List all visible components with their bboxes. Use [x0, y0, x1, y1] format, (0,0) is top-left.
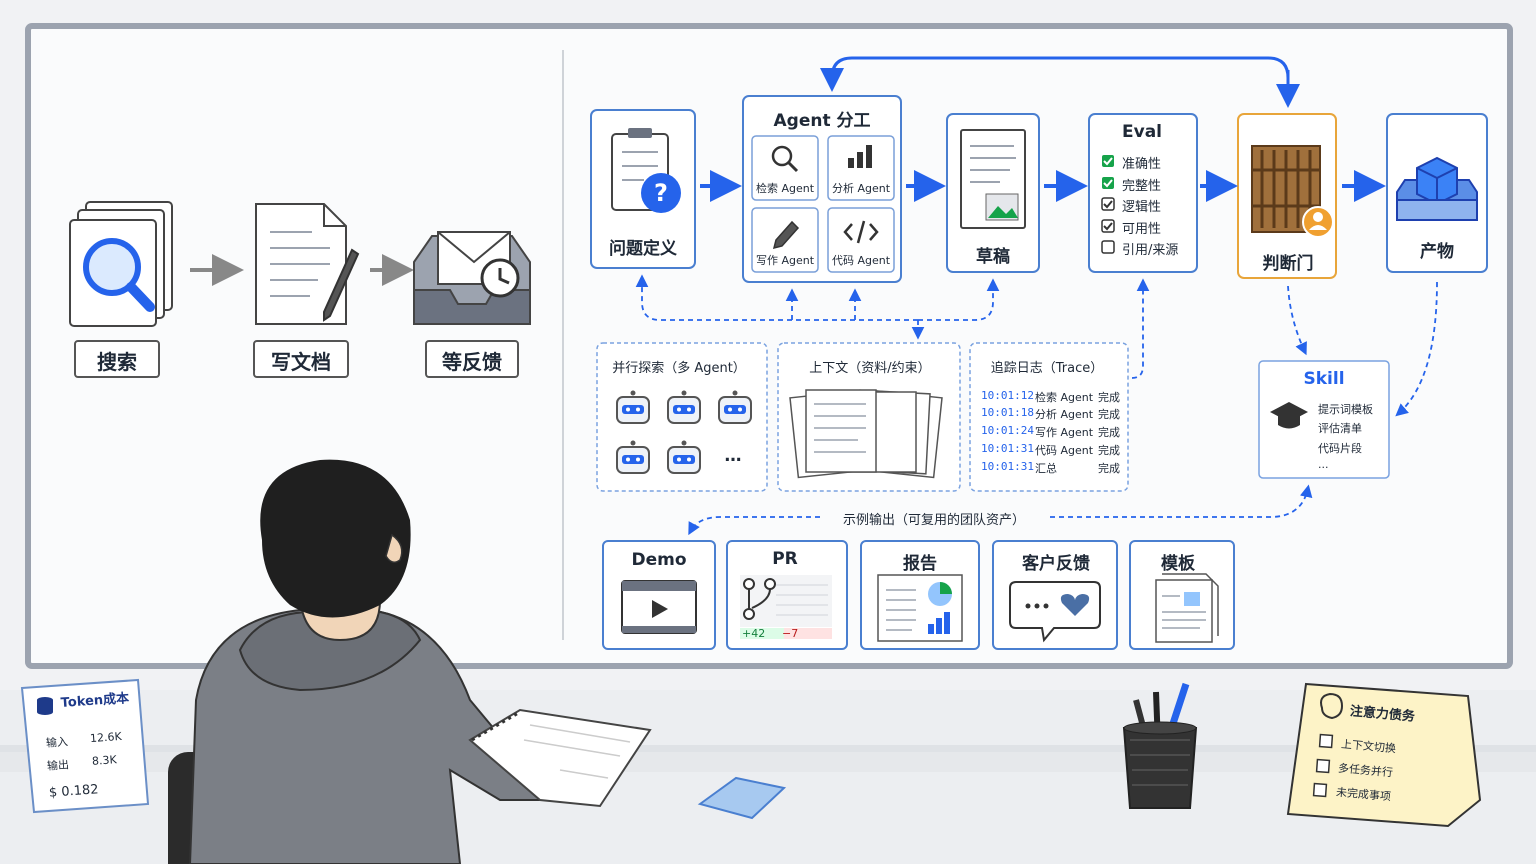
eval-item: 引用/来源	[1122, 243, 1179, 258]
trace-title: 追踪日志（Trace）	[990, 361, 1104, 376]
trace-status: 完成	[1098, 408, 1120, 421]
gate-person-icon	[1251, 145, 1334, 238]
trace-status: 完成	[1098, 391, 1120, 404]
example-label-feedback: 客户反馈	[1022, 554, 1090, 574]
chat-heart-icon	[1009, 581, 1101, 643]
search-icon	[771, 145, 799, 173]
trace-time: 10:01:31	[981, 460, 1034, 473]
example-label-demo: Demo	[631, 550, 687, 570]
cube-tray-icon	[1396, 156, 1478, 221]
trace-status: 完成	[1098, 426, 1120, 439]
parallel-more: …	[724, 446, 742, 466]
skill-item: 提示词模板	[1318, 403, 1373, 416]
eval-box	[1088, 113, 1198, 273]
trace-agent: 分析 Agent	[1035, 408, 1094, 421]
skill-item: 代码片段	[1318, 442, 1362, 455]
code-icon	[843, 220, 879, 244]
output-label: 产物	[1420, 242, 1454, 262]
trace-status: 完成	[1098, 462, 1120, 475]
step-label-wait: 等反馈	[442, 350, 502, 374]
pen-holder-icon	[1122, 682, 1198, 809]
step-label-write: 写文档	[271, 350, 331, 374]
trace-time: 10:01:24	[981, 424, 1034, 437]
parallel-title: 并行探索（多 Agent）	[612, 361, 746, 376]
skill-item: ...	[1318, 458, 1329, 471]
draft-label: 草稿	[976, 247, 1010, 267]
token-input-label: 输入	[45, 735, 69, 750]
token-input-value: 12.6K	[89, 729, 123, 746]
documents-stack-icon	[789, 389, 943, 479]
example-label-report: 报告	[903, 554, 937, 574]
agent-label-analysis: 分析 Agent	[831, 182, 891, 195]
video-player-icon	[621, 580, 697, 634]
trace-time: 10:01:31	[981, 442, 1034, 455]
skill-title: Skill	[1303, 369, 1345, 389]
trace-agent: 汇总	[1035, 462, 1057, 475]
template-document-icon	[1155, 573, 1219, 643]
robot-agent-icons	[616, 389, 752, 474]
eval-item: 完整性	[1122, 179, 1162, 194]
report-chart-icon	[877, 574, 963, 642]
trace-time: 10:01:18	[981, 406, 1034, 419]
token-output-value: 8.3K	[91, 753, 118, 768]
context-title: 上下文（资料/约束）	[809, 361, 931, 376]
graduation-cap-icon	[1270, 402, 1308, 429]
attention-debt-card	[1286, 682, 1482, 828]
trace-time: 10:01:12	[981, 389, 1034, 402]
step-label-search: 搜索	[97, 350, 137, 374]
example-label-pr: PR	[772, 549, 798, 569]
magnifier-documents-icon	[69, 201, 173, 327]
inbox-clock-icon	[413, 231, 531, 325]
sticky-note-icon	[697, 776, 787, 820]
trace-agent: 代码 Agent	[1035, 444, 1094, 457]
svg-text:?: ?	[654, 179, 668, 207]
pencil-icon	[772, 220, 800, 250]
git-branch-icon	[740, 575, 832, 639]
pr-deletions: −7	[782, 627, 799, 640]
problem-label: 问题定义	[609, 239, 677, 259]
gate-label: 判断门	[1262, 254, 1314, 274]
eval-item: 准确性	[1122, 157, 1162, 172]
agent-division-title: Agent 分工	[773, 111, 871, 131]
pr-additions: +42	[742, 627, 766, 640]
examples-title: 示例输出（可复用的团队资产）	[836, 509, 1032, 528]
eval-title: Eval	[1122, 122, 1162, 142]
agent-label-code: 代码 Agent	[831, 254, 891, 267]
trace-status: 完成	[1098, 444, 1120, 457]
agent-label-search: 检索 Agent	[755, 182, 815, 195]
trace-box	[969, 342, 1129, 492]
skill-box	[1258, 360, 1390, 479]
eval-item: 逻辑性	[1122, 200, 1162, 215]
skill-item: 评估清单	[1318, 422, 1362, 435]
trace-agent: 写作 Agent	[1035, 426, 1094, 439]
document-pen-icon	[255, 203, 360, 325]
trace-agent: 检索 Agent	[1035, 391, 1094, 404]
draft-document-icon	[960, 129, 1026, 229]
bar-chart-icon	[848, 145, 872, 168]
notebook-icon	[468, 708, 652, 808]
token-output-label: 输出	[46, 758, 70, 773]
clipboard-question-icon: ?	[611, 128, 681, 213]
eval-checkboxes	[1101, 155, 1115, 254]
eval-item: 可用性	[1122, 222, 1162, 237]
example-label-template: 模板	[1161, 554, 1195, 574]
agent-label-writing: 写作 Agent	[755, 254, 815, 267]
token-cost-card	[20, 678, 150, 814]
